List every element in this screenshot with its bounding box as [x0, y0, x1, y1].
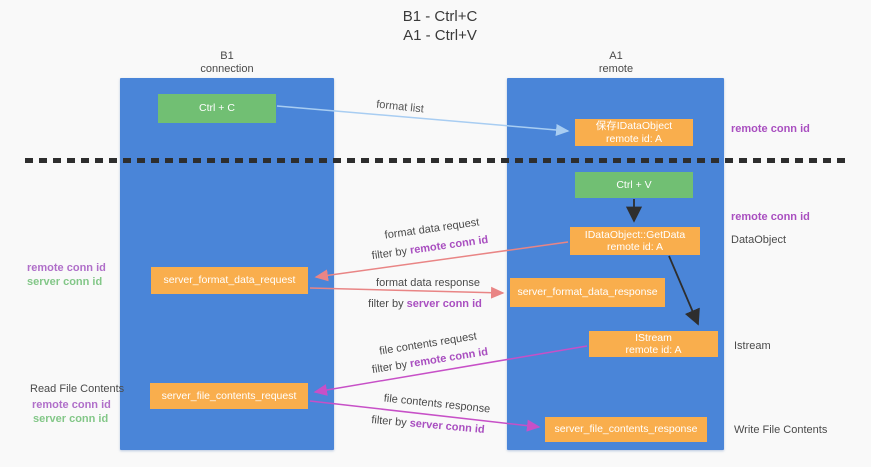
left-remote-conn-id-top: remote conn id: [27, 262, 106, 274]
format-response-filter-label: filter by server conn id: [368, 298, 482, 310]
getdata-line1: IDataObject::GetData: [584, 228, 686, 241]
left-server-conn-id-bottom: server conn id: [33, 413, 109, 425]
left-remote-conn-id-bottom: remote conn id: [32, 399, 111, 411]
right-remote-conn-id-top: remote conn id: [731, 123, 810, 135]
getdata-node: IDataObject::GetData remote id: A: [570, 227, 700, 255]
format-data-response-label: format data response: [376, 277, 480, 289]
file-response-label: server_file_contents_response: [554, 423, 698, 436]
istream-side-label: Istream: [734, 340, 771, 352]
filter-by-text: filter by: [368, 298, 407, 310]
server-file-contents-request-node: server_file_contents_request: [150, 383, 308, 409]
istream-line1: IStream: [635, 331, 672, 344]
left-column-subtitle: connection: [200, 63, 254, 75]
left-column-header: B1 connection: [177, 50, 277, 76]
istream-node: IStream remote id: A: [589, 331, 718, 357]
server-file-contents-response-node: server_file_contents_response: [545, 417, 707, 442]
format-response-label: server_format_data_response: [517, 286, 658, 299]
filter-by-text: filter by: [371, 244, 411, 263]
ctrl-c-node: Ctrl + C: [158, 94, 276, 123]
ctrl-v-node: Ctrl + V: [575, 172, 693, 198]
server-format-data-request-node: server_format_data_request: [151, 267, 308, 294]
filter-by-text: filter by: [371, 358, 412, 377]
clipboard-phase-separator: [25, 158, 847, 163]
save-idataobject-line2: remote id: A: [605, 132, 663, 145]
save-idataobject-line1: 保存IDataObject: [595, 120, 673, 132]
file-contents-response-label: file contents response: [383, 392, 491, 416]
getdata-line2: remote id: A: [606, 241, 664, 253]
left-column-name: B1: [220, 50, 234, 62]
right-column-subtitle: remote: [598, 63, 634, 75]
right-column-name: A1: [609, 50, 623, 62]
server-conn-id-text: server conn id: [409, 417, 486, 436]
read-file-contents-label: Read File Contents: [30, 383, 125, 395]
right-remote-conn-id-mid: remote conn id: [731, 211, 810, 223]
dataobject-label: DataObject: [731, 234, 787, 246]
server-format-data-response-node: server_format_data_response: [510, 278, 665, 307]
left-server-conn-id-top: server conn id: [27, 276, 103, 288]
page-title: B1 - Ctrl+C A1 - Ctrl+V: [340, 7, 540, 45]
file-request-label: server_file_contents_request: [161, 389, 297, 402]
format-list-label: format list: [375, 98, 425, 116]
server-conn-id-text: server conn id: [406, 298, 482, 310]
remote-conn-id-text: remote conn id: [409, 233, 489, 257]
title-line-2: A1 - Ctrl+V: [403, 27, 477, 44]
ctrl-v-label: Ctrl + V: [616, 178, 652, 191]
format-request-label: server_format_data_request: [163, 274, 296, 287]
right-column-header: A1 remote: [566, 50, 666, 76]
file-response-filter-label: filter by server conn id: [371, 414, 485, 436]
save-idataobject-node: 保存IDataObject remote id: A: [575, 119, 693, 146]
title-line-1: B1 - Ctrl+C: [402, 8, 478, 25]
istream-line2: remote id: A: [625, 344, 682, 356]
ctrl-c-label: Ctrl + C: [199, 102, 235, 115]
write-file-contents-label: Write File Contents: [734, 424, 828, 436]
filter-by-text: filter by: [370, 414, 411, 430]
